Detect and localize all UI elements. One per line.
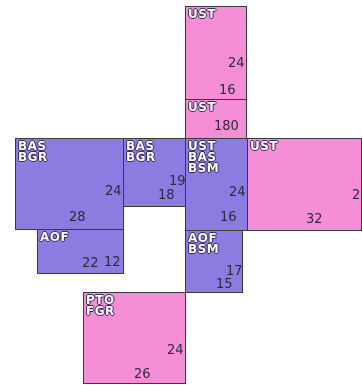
room-value: 15 — [216, 277, 233, 292]
room-aof-left[interactable]: AOF 22 12 — [37, 229, 124, 274]
room-code: BAS — [188, 150, 217, 164]
room-code: UST — [188, 139, 217, 153]
room-code: BGR — [18, 150, 48, 164]
room-code: UST — [188, 7, 217, 21]
room-label: UST — [250, 139, 279, 153]
room-label: AOF BSM — [188, 231, 220, 256]
room-label: BAS BGR — [126, 139, 156, 164]
room-label: BAS BGR — [18, 139, 48, 164]
room-value: 2 — [352, 188, 361, 203]
room-code: FGR — [86, 304, 115, 318]
room-ust-mid[interactable]: UST 180 — [185, 99, 247, 139]
room-code: BSM — [188, 242, 220, 256]
room-value: 12 — [104, 255, 121, 270]
room-code: UST — [250, 139, 279, 153]
room-ust-bas-bsm[interactable]: UST BAS BSM 24 16 — [185, 138, 248, 231]
room-label: UST — [188, 7, 217, 21]
room-label: UST — [188, 100, 217, 114]
room-label: AOF — [40, 230, 70, 244]
room-value: 28 — [69, 210, 86, 225]
room-ust-right[interactable]: UST 2 32 — [247, 138, 362, 231]
room-value: 26 — [134, 367, 151, 382]
room-label: UST BAS BSM — [188, 139, 220, 175]
room-value: 24 — [228, 56, 245, 71]
room-value: 18 — [158, 188, 175, 203]
room-code: AOF — [188, 231, 218, 245]
room-code: UST — [188, 100, 217, 114]
room-aof-bsm[interactable]: AOF BSM 17 15 — [185, 230, 243, 293]
room-label: PTO FGR — [86, 293, 115, 318]
room-code: BAS — [18, 139, 47, 153]
room-code: PTO — [86, 293, 115, 307]
room-bas-mid[interactable]: BAS BGR 19 18 — [123, 138, 186, 207]
room-value: 32 — [306, 212, 323, 227]
room-value: 180 — [214, 119, 239, 134]
room-ust-top[interactable]: UST 24 16 — [185, 6, 247, 100]
room-value: 16 — [219, 83, 236, 98]
room-code: BAS — [126, 139, 155, 153]
room-value: 16 — [220, 210, 237, 225]
room-code: BSM — [188, 161, 220, 175]
room-pto-fgr[interactable]: PTO FGR 24 26 — [83, 292, 186, 384]
room-value: 24 — [105, 184, 122, 199]
room-value: 24 — [229, 185, 246, 200]
room-value: 17 — [226, 264, 243, 279]
room-value: 22 — [82, 256, 99, 271]
room-code: BGR — [126, 150, 156, 164]
room-value: 19 — [169, 174, 186, 189]
room-code: AOF — [40, 230, 70, 244]
room-value: 24 — [167, 343, 184, 358]
room-bas-left[interactable]: BAS BGR 24 28 — [15, 138, 124, 230]
